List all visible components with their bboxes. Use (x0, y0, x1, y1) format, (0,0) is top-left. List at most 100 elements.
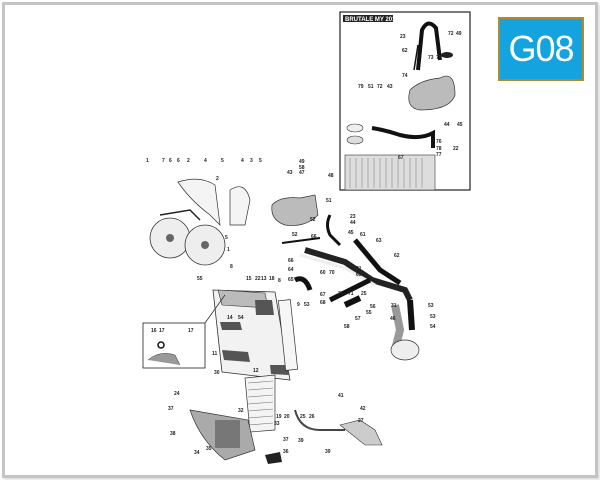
callout-number: 52 (310, 217, 316, 223)
callout-number: 1 (146, 158, 149, 164)
expansion-tank (408, 75, 456, 111)
callout-number: 67 (398, 155, 404, 161)
radiator-partial (344, 154, 436, 191)
oil-pipe (294, 409, 345, 431)
callout-number: 29 (338, 291, 344, 297)
oil-bracket (339, 419, 383, 446)
callout-number: 32 (238, 408, 244, 414)
callout-number: 25 (300, 414, 306, 420)
callout-number: 60 (320, 270, 326, 276)
callout-number: 3 (250, 158, 253, 164)
callout-number: 36 (283, 449, 289, 455)
callout-number: 66 (311, 234, 317, 240)
callout-number: 27 (358, 418, 364, 424)
callout-number: 19 (276, 414, 282, 420)
inset-title-bar (343, 15, 393, 22)
callout-number: 70 (329, 270, 335, 276)
callout-number: 31 (391, 303, 397, 309)
section-code-badge: G08 (498, 17, 584, 81)
callout-number: 51 (368, 84, 374, 90)
callout-number: 22 (453, 146, 459, 152)
callout-number: 54 (430, 324, 436, 330)
callout-number: 62 (394, 253, 400, 259)
callout-number: 41 (338, 393, 344, 399)
callout-number: 18 (269, 276, 275, 282)
callout-number: 23 (400, 34, 406, 40)
callout-number: 42 (360, 406, 366, 412)
callout-number: 71 (348, 291, 354, 297)
callout-number: 53 (430, 314, 436, 320)
callout-number: 6 (169, 158, 172, 164)
callout-number: 63 (376, 238, 382, 244)
callout-number: 46 (390, 316, 396, 322)
callout-number: 11 (212, 351, 218, 357)
oil-cooler (189, 374, 383, 464)
water-pump (390, 339, 420, 361)
callout-number: 25 (361, 291, 367, 297)
breather-hose (281, 237, 321, 244)
callout-number: 45 (457, 122, 463, 128)
callout-number: 24 (174, 391, 180, 397)
callout-number: 52 (292, 232, 298, 238)
callout-number: 77 (436, 152, 442, 158)
callout-number: 12 (253, 368, 259, 374)
callout-number: 58 (299, 165, 305, 171)
callout-number: 79 (358, 84, 364, 90)
callout-number: 78 (436, 146, 442, 152)
callout-number: 39 (325, 449, 331, 455)
callout-number: 1 (227, 247, 230, 253)
callout-number: 47 (299, 170, 305, 176)
lower-hose (328, 277, 372, 303)
callout-number: 30 (214, 370, 220, 376)
callout-number: 17 (188, 328, 194, 334)
callout-number: 72 (377, 84, 383, 90)
callout-number: 37 (168, 406, 174, 412)
expansion-tank-main (271, 194, 319, 226)
fan-bracket-right (229, 186, 251, 226)
callout-number: 35 (206, 446, 212, 452)
fan-bracket-left (177, 178, 221, 226)
callout-number: 4 (241, 158, 244, 164)
callout-number: 17 (159, 328, 165, 334)
callout-number: 65 (288, 277, 294, 283)
callout-number: 72 (448, 31, 454, 37)
callout-number: 73 (428, 55, 434, 61)
callout-number: 20 (284, 414, 290, 420)
callout-number: 55 (366, 310, 372, 316)
inset-title: BRUTALE MY 2011 (345, 17, 399, 23)
callout-number: 53 (304, 302, 310, 308)
callout-number: 34 (194, 450, 200, 456)
callout-number: 23 (350, 214, 356, 220)
callout-number: 43 (287, 170, 293, 176)
upper-hose (304, 247, 413, 302)
callout-number: 63 (356, 272, 362, 278)
callout-number: 14 (227, 315, 233, 321)
tank-cap (441, 52, 453, 58)
callout-number: 75 (436, 55, 442, 61)
callout-number: 9 (297, 302, 300, 308)
callout-number: 5 (259, 158, 262, 164)
rubber-mount (265, 452, 282, 464)
callout-number: 21 (356, 266, 362, 272)
radiator (212, 289, 299, 381)
callout-number: 38 (170, 431, 176, 437)
callout-number: 5 (225, 235, 228, 241)
callout-number: 53 (428, 303, 434, 309)
callout-number: 74 (402, 73, 408, 79)
callout-number: 51 (326, 198, 332, 204)
callout-number: 45 (348, 230, 354, 236)
callout-number: 2 (187, 158, 190, 164)
callout-number: 58 (344, 324, 350, 330)
callout-number: 33 (274, 421, 280, 427)
callout-number: 68 (320, 300, 326, 306)
callout-number: 49 (456, 31, 462, 37)
callout-number: 4 (204, 158, 207, 164)
callout-number: 8 (278, 278, 281, 284)
callout-number: 57 (355, 316, 361, 322)
callout-number: 15 (246, 276, 252, 282)
callout-number: 44 (350, 220, 356, 226)
callout-number: 61 (360, 232, 366, 238)
